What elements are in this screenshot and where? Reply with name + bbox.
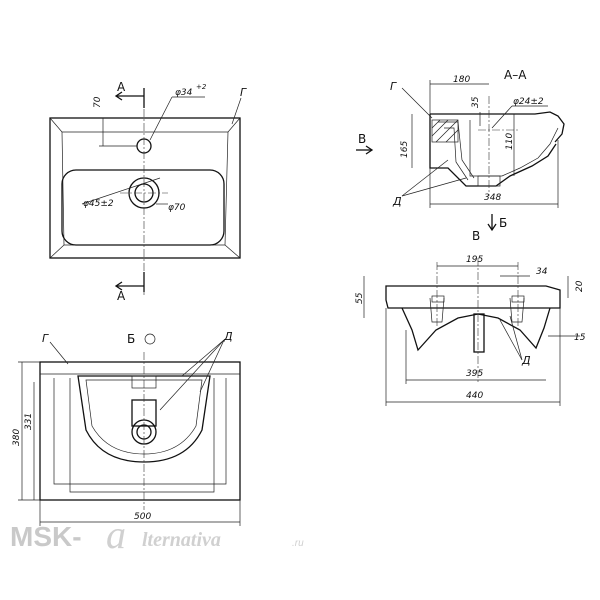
- dim-20: 20: [575, 280, 585, 292]
- view-arrow-v-label: В: [358, 132, 366, 146]
- view-arrow-v-head: [365, 145, 374, 155]
- section-body: [429, 114, 557, 187]
- dim-35: 35: [471, 96, 481, 108]
- front-title: Б: [127, 332, 135, 346]
- dim-tap-hole-tol: +2: [196, 83, 207, 91]
- dim-195: 195: [466, 255, 483, 265]
- front-label-d-leader-2: [199, 339, 225, 393]
- dim-331: 331: [24, 413, 34, 430]
- section-label-g: Г: [390, 80, 397, 93]
- front-inner-frame-2: [69, 378, 215, 493]
- dim-395: 395: [466, 369, 483, 379]
- section-label-g-leader: [401, 87, 433, 119]
- dim-380: 380: [12, 429, 22, 446]
- side-top: [385, 285, 561, 309]
- section-arrow-top: [114, 91, 144, 101]
- front-view: Б 380 331 500 Г Д: [12, 330, 241, 526]
- dim-drain: φ45±2: [83, 199, 114, 209]
- view-arrow-b-label: Б: [499, 216, 507, 230]
- watermark-brand-a: a: [106, 512, 126, 557]
- side-label-d-leader-2: [509, 315, 523, 361]
- watermark-brand-tld: .ru: [292, 538, 304, 549]
- hatch-2: [431, 119, 449, 137]
- section-mark-top: A: [117, 80, 126, 94]
- overflow-channel-2: [444, 127, 469, 181]
- section-label-d-leader-2: [401, 177, 467, 197]
- side-label-d-leader-1: [499, 319, 523, 361]
- watermark: MSK- a lternativa .ru: [10, 512, 304, 557]
- side-title: В: [472, 229, 480, 243]
- dim-overflow-leader: [491, 105, 513, 129]
- dim-55: 55: [355, 292, 365, 304]
- front-label-g-leader: [49, 341, 69, 365]
- dim-overflow: φ24±2: [513, 97, 544, 107]
- rim-corner-tr: [227, 117, 241, 133]
- side-post-right: [509, 297, 525, 323]
- hatch-3: [435, 119, 459, 143]
- side-tap-left: [431, 295, 445, 303]
- front-inner-frame: [53, 378, 227, 485]
- dim-drain-leader: [81, 177, 161, 205]
- section-label-d-leader: [401, 159, 449, 197]
- dim-drain-outer: φ70: [168, 203, 186, 213]
- front-label-g: Г: [42, 332, 49, 345]
- dim-440: 440: [466, 391, 483, 401]
- front-label-d-leader-3: [159, 339, 225, 411]
- dim-110: 110: [505, 133, 515, 150]
- dim-180: 180: [453, 75, 470, 85]
- dim-34: 34: [536, 267, 548, 277]
- view-arrow-b-head: [487, 223, 497, 232]
- watermark-brand-rest: lternativa: [142, 529, 221, 551]
- dim-165: 165: [400, 141, 410, 158]
- label-g: Г: [240, 86, 247, 99]
- section-view: A–A 180 35 φ24±2 165 110 348 Г: [356, 68, 565, 232]
- side-label-d: Д: [521, 354, 531, 367]
- label-g-leader: [231, 97, 242, 125]
- dim-15: 15: [574, 333, 586, 343]
- front-label-d: Д: [223, 330, 233, 343]
- section-title: A–A: [504, 68, 527, 82]
- watermark-brand-left: MSK-: [10, 521, 82, 552]
- section-arrow-bottom: [114, 281, 144, 291]
- rim-corner-tl: [49, 117, 63, 133]
- front-title-mark: [144, 333, 156, 345]
- section-label-d: Д: [392, 195, 402, 208]
- dim-500: 500: [134, 512, 151, 522]
- hatch-1: [431, 119, 441, 129]
- rim-top: [430, 111, 565, 143]
- dim-tap-leader: [149, 96, 173, 141]
- hatch-4: [445, 129, 459, 143]
- front-label-d-leader-1: [181, 339, 225, 377]
- section-hatch-box: [431, 119, 459, 143]
- side-view: В 195 34 20 55 15 395 440 Д: [355, 229, 586, 406]
- dim-offset: 70: [93, 96, 103, 108]
- rim-corner-br: [224, 244, 241, 259]
- section-mark-bottom: A: [117, 289, 126, 303]
- bowl-outline: [61, 169, 225, 246]
- top-view: A A 70 φ34 +2 Г φ45±2 φ70: [49, 80, 247, 303]
- side-drain-pipe: [473, 313, 485, 353]
- rim-corner-bl: [49, 244, 65, 259]
- dim-tap-hole: φ34: [175, 88, 193, 98]
- front-outline: [39, 361, 241, 501]
- basin-outline: [49, 117, 241, 259]
- section-bowl: [469, 120, 559, 177]
- rim-inner-line: [61, 131, 229, 246]
- overflow-channel: [438, 121, 475, 179]
- dim-348: 348: [484, 193, 501, 203]
